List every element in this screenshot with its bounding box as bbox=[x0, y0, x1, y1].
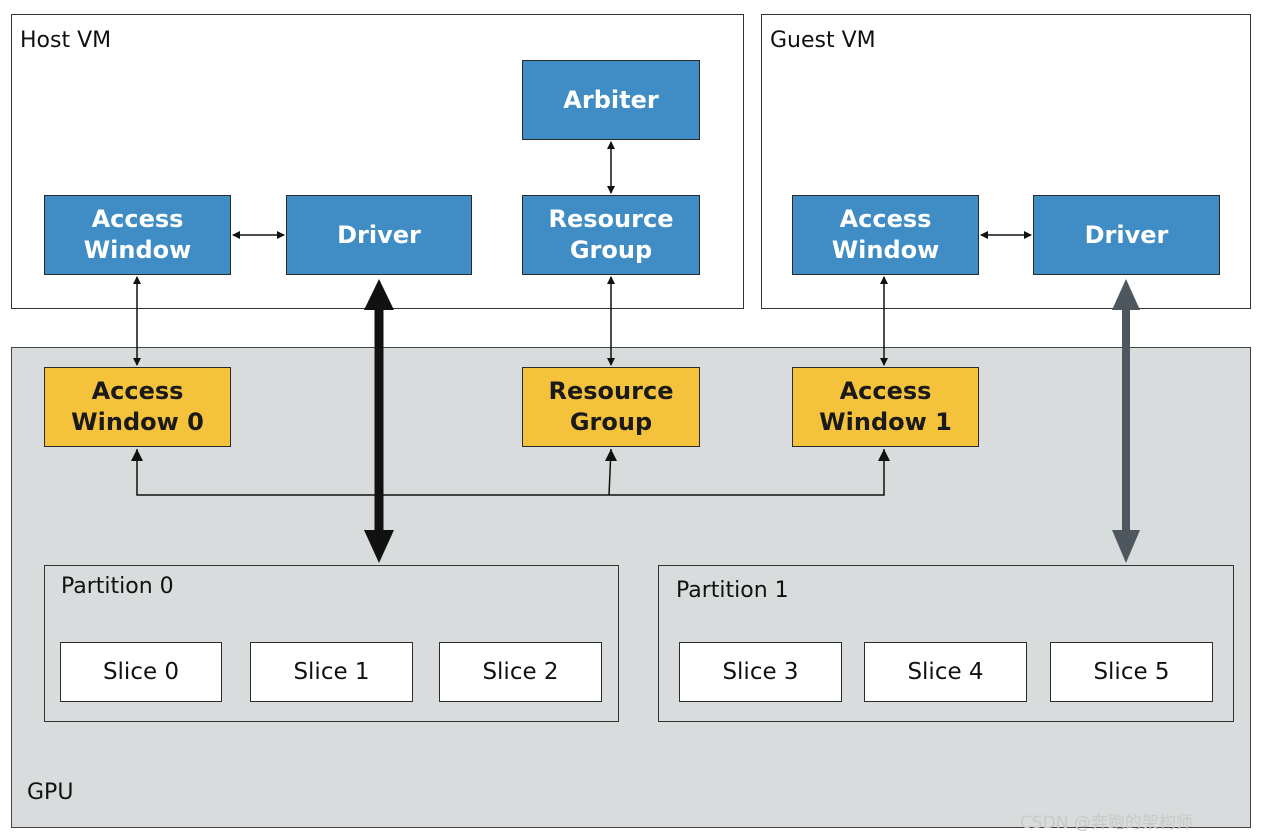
arrowhead-aw1 bbox=[878, 449, 890, 461]
guest-access-window-block: Access Window bbox=[792, 195, 979, 275]
arrowhead-rg bbox=[605, 449, 617, 461]
watermark-text: CSDN @奔跑的架构师 bbox=[1020, 813, 1193, 833]
arrowhead-aw0 bbox=[131, 449, 143, 461]
access-window-1-block: Access Window 1 bbox=[792, 367, 979, 447]
host-link-bottom-head bbox=[364, 530, 394, 563]
slice-5: Slice 5 bbox=[1050, 642, 1213, 702]
gpu-bracket bbox=[136, 449, 885, 496]
guest-driver-block: Driver bbox=[1033, 195, 1220, 275]
partition-1-label: Partition 1 bbox=[676, 578, 789, 603]
host-link-top-head bbox=[364, 279, 394, 310]
slice-3: Slice 3 bbox=[679, 642, 842, 702]
gpu-resource-group-block: Resource Group bbox=[522, 367, 700, 447]
partition-0 bbox=[44, 565, 619, 722]
host-access-window-block: Access Window bbox=[44, 195, 231, 275]
host-vm-label: Host VM bbox=[20, 28, 112, 53]
slice-1: Slice 1 bbox=[250, 642, 413, 702]
partition-0-label: Partition 0 bbox=[61, 574, 174, 599]
guest-link-top-head bbox=[1112, 279, 1140, 310]
host-driver-block: Driver bbox=[286, 195, 472, 275]
slice-0: Slice 0 bbox=[60, 642, 222, 702]
gpu-label: GPU bbox=[27, 780, 74, 805]
guest-link-bottom-head bbox=[1112, 530, 1140, 563]
access-window-0-block: Access Window 0 bbox=[44, 367, 231, 447]
slice-2: Slice 2 bbox=[439, 642, 602, 702]
arbiter-block: Arbiter bbox=[522, 60, 700, 140]
guest-vm-label: Guest VM bbox=[770, 28, 876, 53]
host-resource-group-block: Resource Group bbox=[522, 195, 700, 275]
partition-1 bbox=[658, 565, 1234, 722]
slice-4: Slice 4 bbox=[864, 642, 1027, 702]
